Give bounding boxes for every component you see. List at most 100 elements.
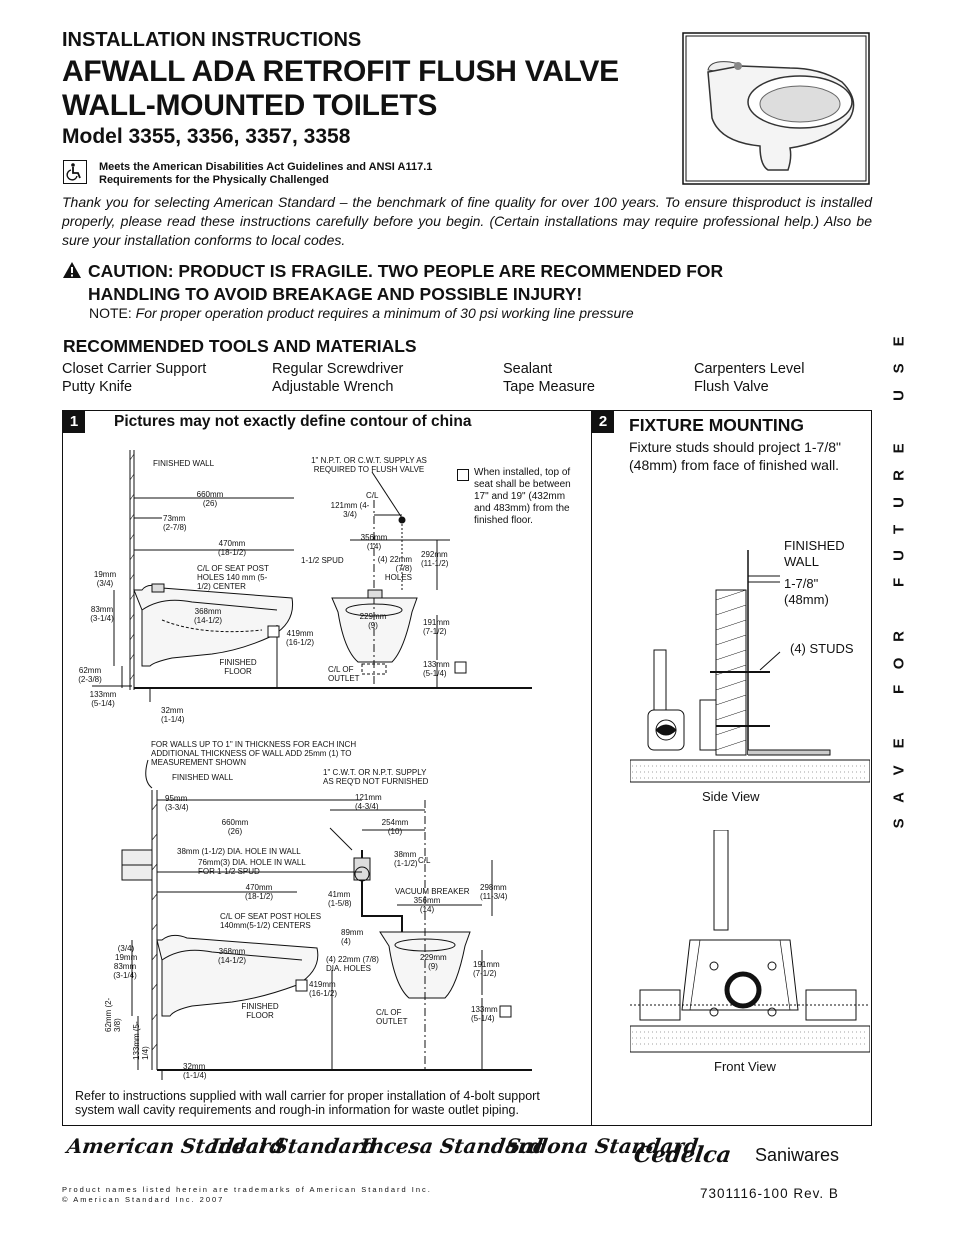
dim-83-2: 83mm (3-1/4)	[113, 962, 137, 980]
step-1-title: Pictures may not exactly define contour …	[114, 413, 472, 430]
dim-41: 41mm (1-5/8)	[328, 890, 352, 908]
dim-19: 19mm (3/4)	[93, 570, 117, 588]
dim-470-2: 470mm (18-1/2)	[244, 883, 273, 901]
dim-133-right: 133mm (5-1/4)	[423, 660, 450, 678]
wheelchair-icon	[295, 979, 512, 1018]
dim-229-2: 229mm (9)	[420, 953, 447, 971]
sidebar-letter: T	[890, 524, 908, 534]
sidebar-letter: F	[890, 577, 908, 588]
label-outlet-2: C/L OF OUTLET	[376, 1008, 408, 1026]
dim-254: 254mm (10)	[381, 818, 409, 836]
dim-32: 32mm (1-1/4)	[161, 706, 185, 724]
label-hole-38: 38mm (1-1/2) DIA. HOLE IN WALL	[177, 847, 301, 856]
dim-89: 89mm (4)	[341, 928, 364, 946]
sidebar-letter: R	[890, 630, 908, 642]
panel-divider	[591, 410, 592, 1126]
label-finished-wall-2: FINISHED WALL	[172, 773, 234, 782]
dim-95: 95mm (3-3/4)	[165, 794, 189, 812]
dim-83: 83mm (3-1/4)	[90, 605, 114, 623]
dim-356-2: 356mm (14)	[413, 896, 441, 914]
label-finished-floor-2: FINISHED FLOOR	[241, 1002, 279, 1020]
dim-368: 368mm (14-1/2)	[193, 607, 222, 625]
trademark-notice: Product names listed herein are trademar…	[62, 1185, 432, 1204]
wheelchair-icon	[63, 160, 87, 184]
label-outlet: C/L OF OUTLET	[328, 665, 360, 683]
dim-419: 419mm (16-1/2)	[285, 629, 314, 647]
dim-73: 73mm (2-7/8)	[163, 514, 187, 532]
bottom-rough-in-diagram	[121, 759, 532, 1080]
intro-paragraph: Thank you for selecting American Standar…	[62, 194, 872, 248]
dim-62: 62mm (2-3/8)	[78, 666, 102, 684]
dim-191-2: 191mm (7-1/2)	[473, 960, 500, 978]
label-cl-2: C/L	[418, 856, 431, 865]
dim-19-2: (3/4) 19mm	[115, 944, 138, 962]
label-walls-note: FOR WALLS UP TO 1" IN THICKNESS FOR EACH…	[151, 740, 357, 767]
logo-ideal-standard: Ideal Standard	[208, 1134, 378, 1158]
seat-height-note: When installed, top of seat shall be bet…	[474, 467, 571, 526]
sidebar-letter: R	[890, 469, 908, 481]
label-supply: 1" N.P.T. OR C.W.T. SUPPLY AS REQUIRED T…	[311, 456, 427, 474]
product-image	[680, 30, 872, 187]
label-supply-2: 1" C.W.T. OR N.P.T. SUPPLY AS REQ'D NOT …	[323, 768, 429, 786]
sidebar-letter: V	[890, 765, 908, 776]
part-number: 7301116-100 Rev. B	[700, 1186, 839, 1201]
steps-panel	[62, 410, 872, 1126]
step-2-instructions: Fixture studs should project 1-7/8" (48m…	[629, 439, 841, 473]
top-rough-in-diagram	[92, 450, 532, 702]
label-studs: (4) STUDS	[790, 641, 854, 656]
dim-229: 229mm (9)	[359, 612, 387, 630]
label-side-view: Side View	[702, 789, 760, 804]
logo-saniwares: Saniwares	[755, 1145, 840, 1165]
dim-62-2: 62mm (2-3/8)	[104, 997, 122, 1032]
sidebar-letter: S	[890, 818, 908, 829]
carrier-reference-note: Refer to instructions supplied with wall…	[75, 1089, 540, 1117]
logo-cedelca: Cedelca	[632, 1142, 733, 1168]
label-stud-projection: 1-7/8"(48mm)	[784, 576, 829, 607]
dim-660-2: 660mm (26)	[221, 818, 249, 836]
dim-368-2: 368mm (14-1/2)	[217, 947, 246, 965]
sidebar-letter: E	[890, 443, 908, 454]
dim-356: 356mm (14)	[360, 533, 388, 551]
label-holes-2: (4) 22mm (7/8) DIA. HOLES	[326, 955, 379, 973]
dim-38: 38mm (1-1/2)	[394, 850, 418, 868]
sidebar-letter	[887, 599, 914, 619]
wheelchair-icon	[267, 625, 467, 674]
sidebar-letter: U	[890, 550, 908, 562]
label-finished-wall: FINISHED WALL	[153, 459, 215, 468]
tools-heading: RECOMMENDED TOOLS AND MATERIALS	[63, 336, 417, 356]
label-seat-post: C/L OF SEAT POST HOLES 140 mm (5-1/2) CE…	[197, 564, 269, 591]
kicker-heading: INSTALLATION INSTRUCTIONS	[62, 29, 362, 51]
dim-470: 470mm (18-1/2)	[217, 539, 246, 557]
label-seat-post-2: C/L OF SEAT POST HOLES 140mm(5-1/2) CENT…	[220, 912, 322, 930]
step-2-title: FIXTURE MOUNTING	[629, 415, 804, 435]
sidebar-letter: E	[890, 738, 908, 749]
dim-133-right-2: 133mm (5-1/4)	[471, 1005, 498, 1023]
wheelchair-icon	[457, 469, 469, 481]
label-finished-floor: FINISHED FLOOR	[219, 658, 257, 676]
sidebar-letter: A	[890, 791, 908, 803]
label-front-view: Front View	[714, 1059, 776, 1074]
dim-660: 660mm (26)	[196, 490, 224, 508]
dim-191: 191mm (7-1/2)	[423, 618, 450, 636]
step-2-number: 2	[592, 411, 614, 433]
page-title: AFWALL ADA RETROFIT FLUSH VALVE WALL-MOU…	[62, 55, 619, 122]
sidebar-letter: E	[890, 336, 908, 347]
dim-292: 292mm (11-1/2)	[421, 550, 449, 568]
label-cl: C/L	[366, 491, 379, 500]
dim-298: 298mm (11-3/4)	[480, 883, 508, 901]
sidebar-letter: O	[890, 657, 908, 669]
label-vacuum-breaker: VACUUM BREAKER	[395, 887, 470, 896]
label-hole-76: 76mm(3) DIA. HOLE IN WALL FOR 1-1/2 SPUD	[198, 858, 306, 876]
dim-419-2: 419mm (16-1/2)	[309, 980, 338, 998]
label-spud: 1-1/2 SPUD	[301, 556, 344, 565]
sidebar-letter	[887, 707, 914, 727]
caution-notice: CAUTION: PRODUCT IS FRAGILE. TWO PEOPLE …	[88, 261, 724, 304]
label-holes: (4) 22mm (7/8) HOLES	[377, 555, 412, 582]
sidebar-letter: F	[890, 685, 908, 695]
